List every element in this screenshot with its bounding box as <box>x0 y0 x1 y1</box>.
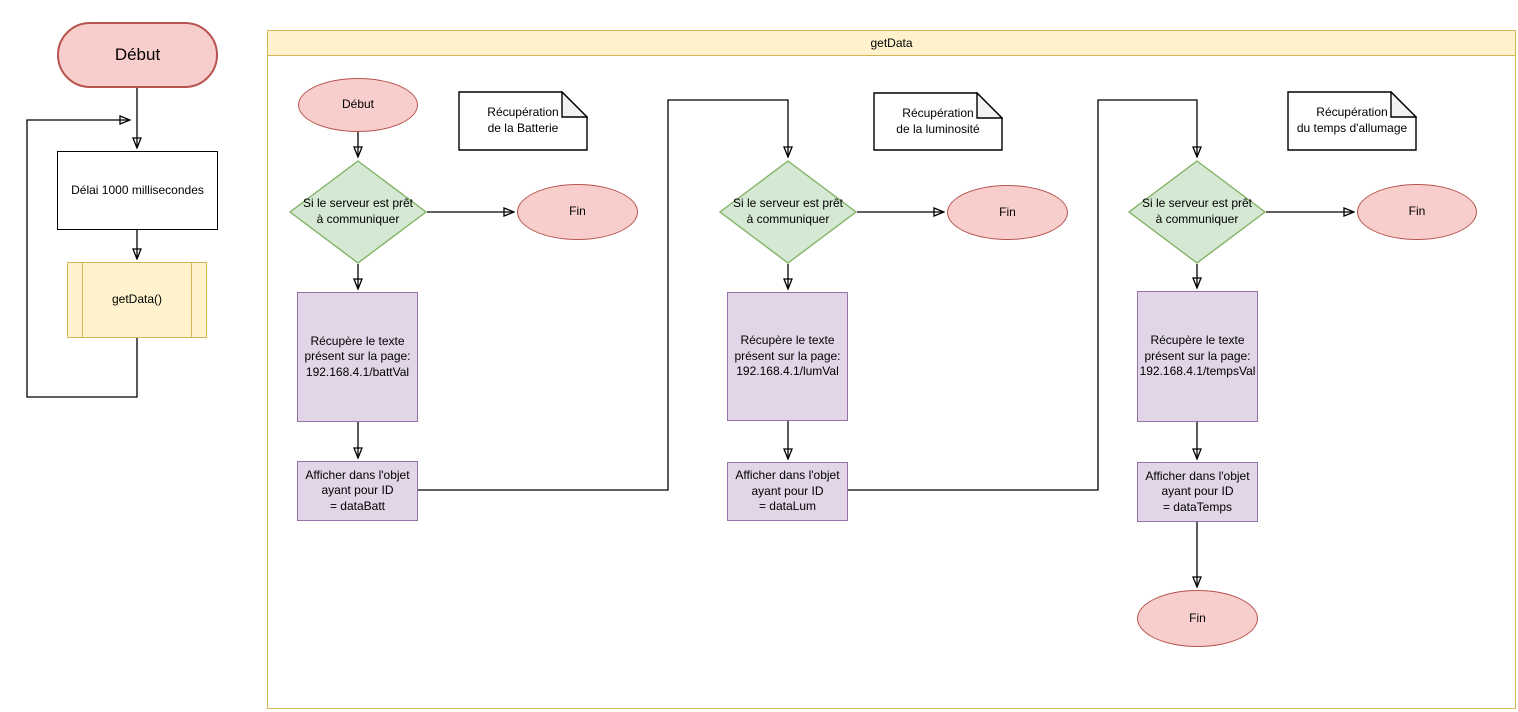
col3-final-fin-label: Fin <box>1189 610 1206 625</box>
col3-fin-ellipse: Fin <box>1357 184 1477 240</box>
col1-fin-ellipse: Fin <box>517 184 638 240</box>
col2-fetch-process: Récupère le texte présent sur la page: 1… <box>727 292 848 421</box>
main-delay-process: Délai 1000 millisecondes <box>57 151 218 230</box>
col1-display-process: Afficher dans l'objet ayant pour ID = da… <box>297 461 418 521</box>
getdata-container-title: getData <box>268 31 1515 56</box>
col1-fetch-process: Récupère le texte présent sur la page: 1… <box>297 292 418 422</box>
diamond-shape-icon <box>1128 160 1266 264</box>
col3-decision-diamond: Si le serveur est prêt à communiquer <box>1128 160 1266 264</box>
col3-final-fin-ellipse: Fin <box>1137 590 1258 647</box>
col1-decision-diamond: Si le serveur est prêt à communiquer <box>289 160 427 264</box>
col3-fetch-label: Récupère le texte présent sur la page: 1… <box>1139 333 1256 379</box>
col3-fetch-process: Récupère le texte présent sur la page: 1… <box>1137 291 1258 422</box>
col2-display-label: Afficher dans l'objet ayant pour ID = da… <box>735 468 840 514</box>
col1-note-label: Récupération de la Batterie <box>487 105 559 135</box>
edge-main-loopback <box>26 120 138 398</box>
note-shape-icon <box>458 91 588 151</box>
main-start-terminal: Début <box>57 22 218 88</box>
col1-start-ellipse: Début <box>298 78 418 132</box>
col2-fetch-label: Récupère le texte présent sur la page: 1… <box>734 333 841 379</box>
note-shape-icon <box>1287 91 1417 151</box>
col1-fin-label: Fin <box>569 204 586 219</box>
col3-note-label: Récupération du temps d'allumage <box>1296 105 1408 135</box>
col3-note: Récupération du temps d'allumage <box>1287 91 1417 151</box>
edge-col2-display-to-col3-decision <box>848 99 1197 491</box>
col1-start-label: Début <box>341 97 375 112</box>
col2-decision-diamond: Si le serveur est prêt à communiquer <box>719 160 857 264</box>
col1-note: Récupération de la Batterie <box>458 91 588 151</box>
col1-fetch-label: Récupère le texte présent sur la page: 1… <box>304 333 411 379</box>
col3-display-label: Afficher dans l'objet ayant pour ID = da… <box>1145 468 1250 514</box>
note-shape-icon <box>873 92 1003 151</box>
col2-fin-label: Fin <box>999 204 1016 219</box>
col1-display-label: Afficher dans l'objet ayant pour ID = da… <box>305 467 410 513</box>
getdata-container-title-label: getData <box>870 36 913 50</box>
diamond-shape-icon <box>289 160 427 264</box>
col1-decision-label: Si le serveur est prêt à communiquer <box>302 196 414 226</box>
main-start-label: Début <box>114 44 161 64</box>
main-getdata-label: getData() <box>111 292 163 307</box>
main-delay-label: Délai 1000 millisecondes <box>71 182 204 197</box>
col2-fin-ellipse: Fin <box>947 185 1068 240</box>
col2-note-label: Récupération de la luminosité <box>896 105 980 136</box>
col3-display-process: Afficher dans l'objet ayant pour ID = da… <box>1137 462 1258 522</box>
col2-decision-label: Si le serveur est prêt à communiquer <box>732 196 844 226</box>
getdata-container-frame: getData <box>267 30 1516 709</box>
col3-decision-label: Si le serveur est prêt à communiquer <box>1141 196 1253 226</box>
col3-fin-label: Fin <box>1408 204 1426 219</box>
edge-col1-display-to-col2-decision <box>418 99 788 491</box>
diamond-shape-icon <box>719 160 857 264</box>
col2-display-process: Afficher dans l'objet ayant pour ID = da… <box>727 462 848 521</box>
col2-note: Récupération de la luminosité <box>873 92 1003 151</box>
main-getdata-subprocess: getData() <box>67 262 207 338</box>
